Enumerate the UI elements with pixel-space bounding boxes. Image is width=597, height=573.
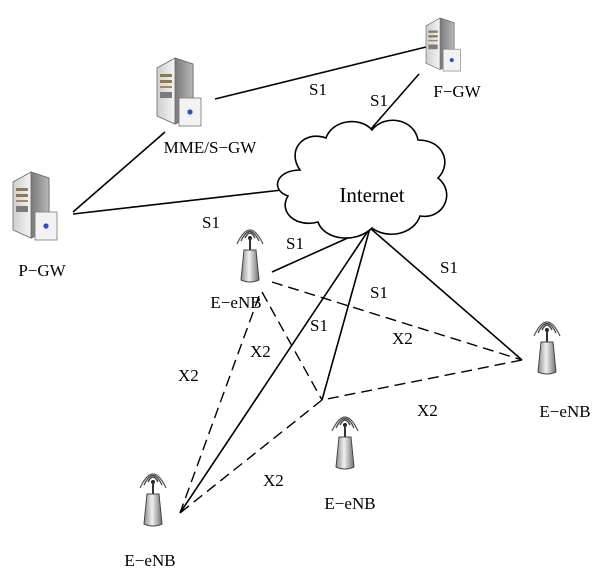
enb-top: E−eNB (210, 229, 264, 312)
s1-label: S1 (310, 316, 328, 335)
enb-right: E−eNB (533, 321, 591, 421)
link-internet-enb-mid (321, 227, 371, 401)
internet-label: Internet (339, 183, 404, 207)
enb-bottom-label: E−eNB (124, 551, 175, 570)
link-enb-top-enb-mid (261, 291, 323, 401)
fgw-label: F−GW (433, 82, 481, 101)
x2-label: X2 (250, 342, 271, 361)
x2-label: X2 (263, 471, 284, 490)
link-enb-mid-enb-bottom (179, 399, 323, 514)
server-icon (156, 57, 202, 127)
antenna-tower-icon (236, 229, 264, 283)
server-icon (425, 17, 461, 72)
cloud-icon (276, 119, 448, 239)
antenna-tower-icon (533, 321, 561, 375)
s1-links (72, 46, 523, 514)
s1-label: S1 (309, 80, 327, 99)
link-enb-right-enb-mid (321, 359, 523, 401)
x2-label: X2 (392, 329, 413, 348)
link-internet-enb-bottom (179, 227, 371, 514)
link-enb-top-enb-right (271, 281, 523, 361)
s1-label: S1 (370, 91, 388, 110)
enb-bottom: E−eNB (124, 473, 176, 570)
s1-label: S1 (286, 234, 304, 253)
x2-links (179, 281, 523, 514)
s1-label: S1 (370, 283, 388, 302)
link-pgw-mme (72, 131, 166, 213)
server-icon (12, 171, 58, 241)
antenna-tower-icon (331, 416, 359, 470)
enb-mid-label: E−eNB (324, 494, 375, 513)
antenna-tower-icon (139, 473, 167, 527)
link-labels: S1 S1 S1 S1 S1 S1 S1 X2 X2 X2 X2 X2 (178, 80, 458, 490)
link-internet-fgw (369, 73, 420, 131)
s1-label: S1 (202, 213, 220, 232)
s1-label: S1 (440, 258, 458, 277)
enb-top-label: E−eNB (210, 293, 261, 312)
mme-sgw-label: MME/S−GW (164, 138, 258, 157)
x2-label: X2 (178, 366, 199, 385)
pgw-server: P−GW (12, 171, 67, 280)
pgw-label: P−GW (18, 261, 66, 280)
fgw-server: F−GW (425, 17, 482, 101)
enb-right-label: E−eNB (539, 402, 590, 421)
link-internet-enb-right (369, 227, 523, 361)
link-pgw-internet (72, 189, 283, 215)
mme-sgw-server: MME/S−GW (156, 57, 258, 157)
x2-label: X2 (417, 401, 438, 420)
link-enb-top-enb-bottom (179, 295, 260, 514)
link-mme-fgw (214, 46, 427, 100)
internet-cloud: Internet (276, 119, 448, 239)
enb-mid: E−eNB (324, 416, 376, 513)
